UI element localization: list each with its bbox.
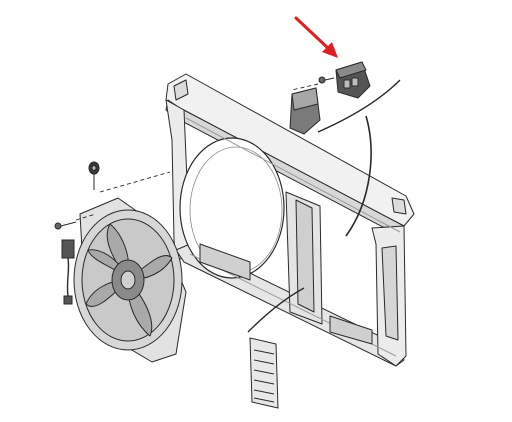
grille-frame bbox=[249, 337, 279, 409]
grille-slat bbox=[253, 389, 275, 395]
grille-slat bbox=[253, 397, 275, 403]
assembly-guide-lines bbox=[75, 83, 319, 221]
screw-head-icon bbox=[318, 76, 326, 84]
fan-hub-cap bbox=[120, 270, 136, 290]
callout-curve-resistor bbox=[317, 79, 401, 133]
fan-resistor-module bbox=[335, 61, 371, 99]
frame-center-brace-channel bbox=[295, 199, 315, 313]
frame-right-upright-inner bbox=[381, 245, 399, 341]
mounting-screw bbox=[54, 221, 77, 230]
louvre-shutter-grille bbox=[249, 337, 279, 409]
resistor-top bbox=[335, 61, 367, 79]
guide-line bbox=[291, 83, 319, 91]
callout-curve-grille bbox=[247, 287, 305, 333]
frame-top-clip-left bbox=[173, 79, 189, 101]
screw-head-icon bbox=[54, 222, 62, 230]
guide-line bbox=[99, 171, 171, 193]
rubber-grommet bbox=[88, 161, 100, 190]
resistor-screw bbox=[318, 76, 335, 84]
radiator-support-frame bbox=[165, 73, 415, 367]
grille-slat bbox=[253, 359, 275, 365]
guide-line bbox=[75, 213, 97, 221]
resistor-terminal bbox=[343, 79, 351, 89]
highlight-arrow bbox=[294, 16, 338, 58]
frame-rib bbox=[185, 117, 401, 233]
callout-leader-resistor bbox=[345, 115, 372, 237]
frame-lower-bracket bbox=[329, 315, 373, 345]
red-arrow-head-icon bbox=[322, 42, 338, 58]
grille-slat bbox=[253, 369, 275, 375]
grille-slat bbox=[253, 379, 275, 385]
resistor-terminal bbox=[351, 77, 359, 87]
grommet-hole bbox=[91, 165, 97, 171]
wiring-connector bbox=[61, 239, 75, 305]
cooling-fan-assembly bbox=[73, 197, 187, 363]
connector-wire bbox=[66, 257, 70, 297]
air-deflector bbox=[289, 87, 321, 135]
grille-slat bbox=[253, 349, 275, 355]
connector-plug bbox=[61, 239, 75, 259]
deflector-face bbox=[291, 87, 319, 111]
screw-shaft bbox=[60, 221, 77, 227]
fan-shroud-opening bbox=[179, 137, 285, 279]
connector-end bbox=[63, 295, 73, 305]
screw-shaft bbox=[324, 77, 335, 81]
frame-lower-bracket bbox=[199, 243, 251, 281]
red-arrow-shaft bbox=[294, 16, 332, 52]
frame-top-clip-right bbox=[391, 197, 407, 215]
